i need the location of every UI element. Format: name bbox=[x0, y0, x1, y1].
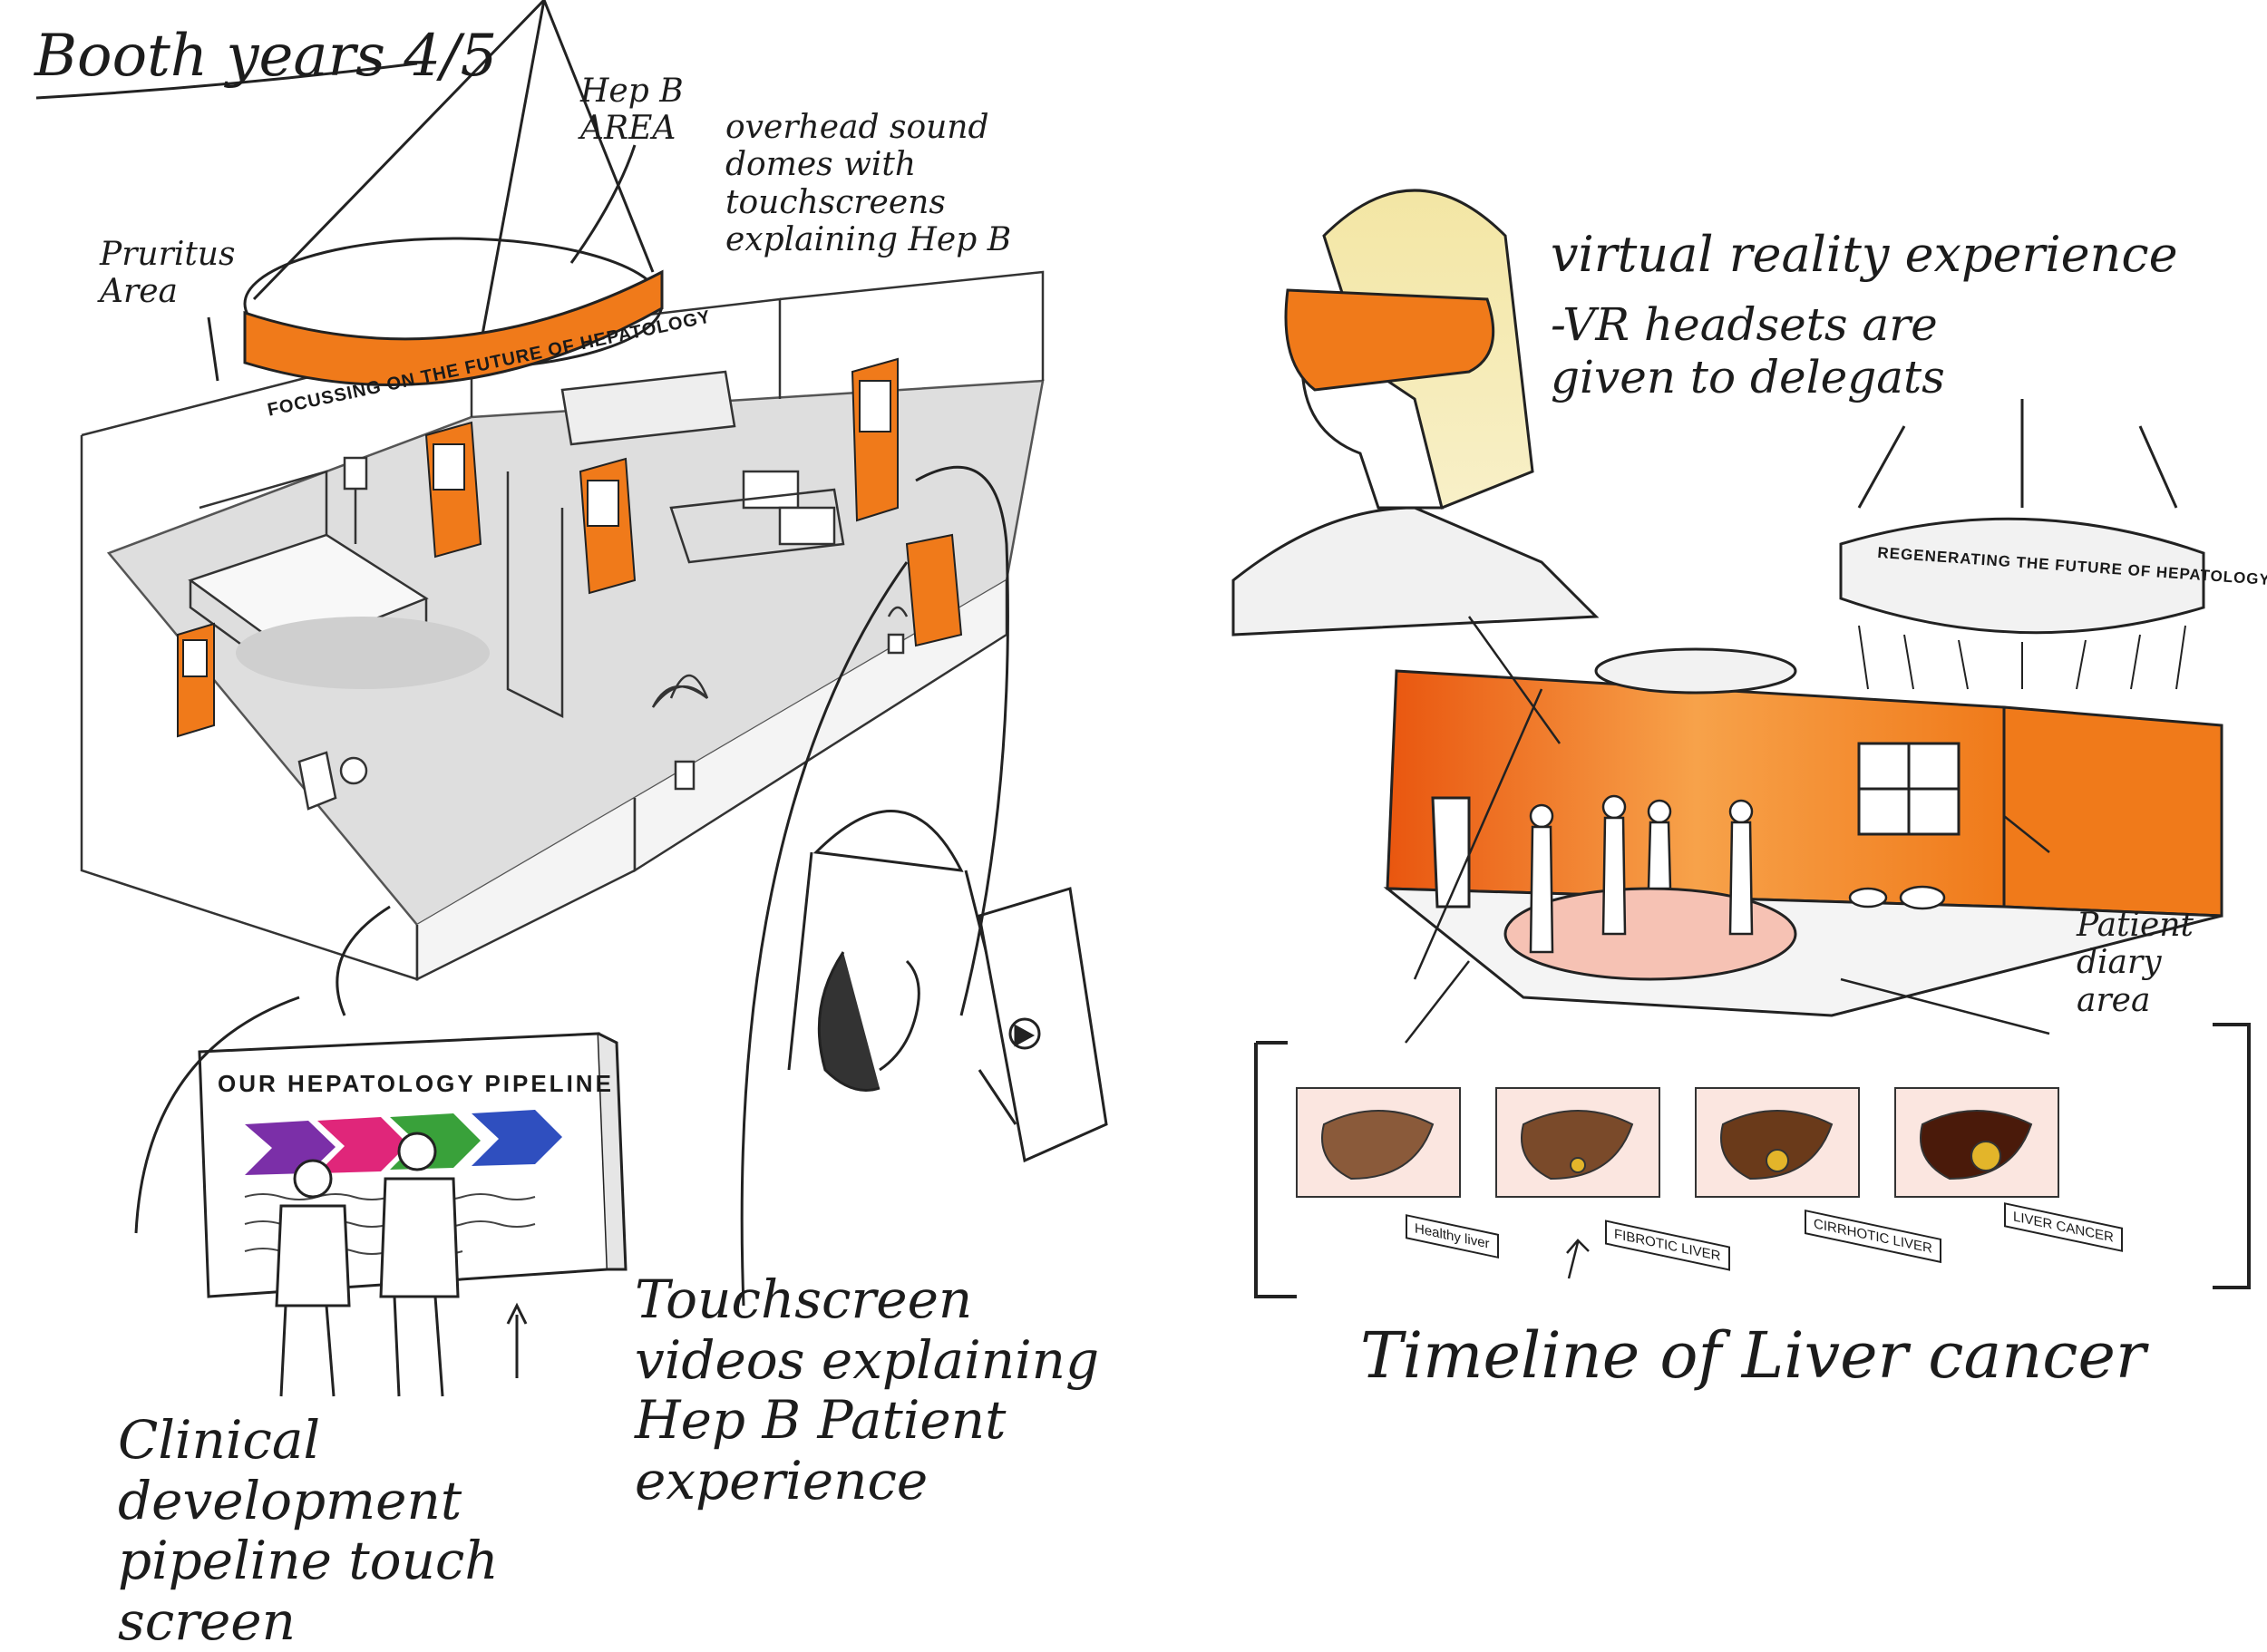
timeline-frame bbox=[1254, 1023, 2251, 1298]
hepb-area-label: Hep B AREA bbox=[580, 73, 684, 148]
page-title: Booth years 4/5 bbox=[34, 23, 498, 90]
podium bbox=[905, 533, 963, 647]
liver-3 bbox=[1720, 1110, 1834, 1181]
sound-domes-label: overhead sound domes with touchscreens e… bbox=[725, 109, 1012, 259]
liver-1 bbox=[1321, 1110, 1435, 1181]
vr-booth-people bbox=[1529, 794, 1946, 954]
left-ring-rig bbox=[243, 0, 664, 386]
lectern bbox=[1431, 796, 1471, 909]
left-booth-sketch bbox=[80, 270, 1045, 982]
listener-face bbox=[879, 959, 920, 1072]
left-connector-lines bbox=[134, 144, 1017, 1378]
shoulders bbox=[1231, 506, 1600, 637]
liver-2 bbox=[1521, 1110, 1634, 1181]
pipeline-viewers bbox=[275, 1132, 460, 1397]
clinical-pipeline-label: Clinical development pipeline touch scre… bbox=[118, 1409, 499, 1652]
liver-stages bbox=[1296, 1087, 2059, 1198]
right-ring-rig bbox=[1839, 399, 2205, 690]
orange-side-wall bbox=[2002, 705, 2223, 918]
vr-headset bbox=[1284, 288, 1495, 392]
left-ring-banner bbox=[243, 269, 664, 386]
pipeline-arrow-4 bbox=[472, 1110, 562, 1166]
timeline-label: Timeline of Liver cancer bbox=[1360, 1318, 2146, 1393]
pipeline-screen-title: OUR HEPATOLOGY PIPELINE bbox=[218, 1070, 614, 1097]
patient-diary-label: Patient diary area bbox=[2077, 907, 2194, 1019]
title-underline bbox=[35, 62, 418, 100]
sound-dome-scene bbox=[787, 810, 1108, 1163]
pipeline-arrow-2 bbox=[317, 1117, 408, 1173]
vr-person bbox=[1231, 189, 1600, 637]
touchscreen-videos-label: Touchscreen videos explaining Hep B Pati… bbox=[635, 1268, 1100, 1512]
vr-headsets-label: -VR headsets are given to delegats bbox=[1551, 298, 1945, 403]
sketch-canvas bbox=[35, 0, 2251, 1397]
touchscreen-kiosks bbox=[177, 357, 963, 738]
pruritus-area-label: Pruritus Area bbox=[100, 236, 236, 311]
right-ring-banner bbox=[1839, 517, 2205, 635]
vr-experience-label: virtual reality experience bbox=[1551, 226, 2178, 283]
right-connector-lines bbox=[1405, 616, 2050, 1279]
